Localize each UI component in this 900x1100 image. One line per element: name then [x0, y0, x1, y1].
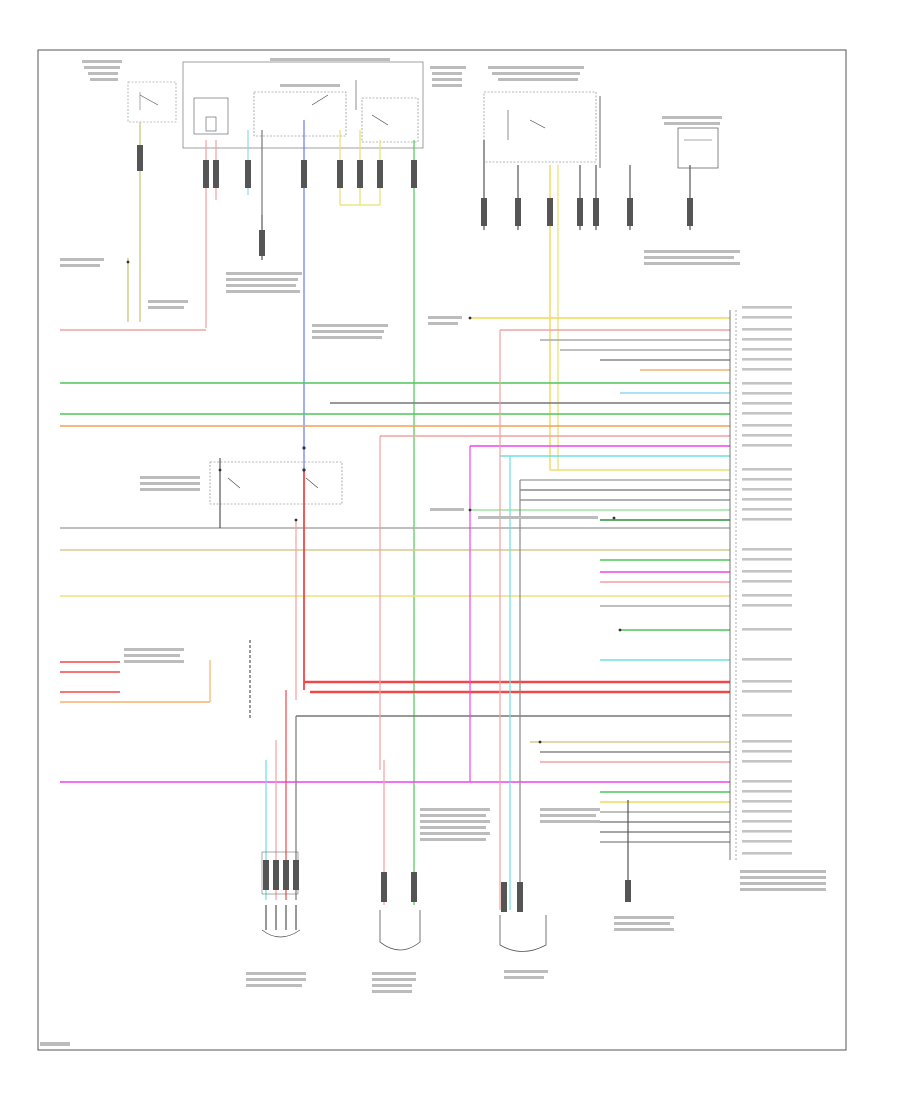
pcm-pin-labels [742, 306, 792, 855]
harness-lines [60, 317, 730, 843]
component-pcm-connector [729, 310, 737, 860]
component-sensor-bottom-2 [379, 910, 421, 951]
inline-connectors [137, 145, 693, 912]
vertical-wires-mid [209, 330, 629, 910]
component-relay-right [361, 97, 419, 143]
component-top-left-block [127, 81, 177, 123]
component-sensor-top-right [677, 127, 719, 169]
component-sensor-bottom-3 [499, 915, 547, 952]
component-connector-top-right [483, 91, 601, 168]
diagram-frame [37, 49, 847, 1051]
component-sensor-bottom-1 [261, 851, 301, 938]
component-power-relay-box [182, 61, 424, 149]
splice-points [126, 260, 622, 744]
vertical-wires-top [127, 120, 691, 905]
illegible-labels [40, 58, 826, 1046]
component-relay-mid-left [209, 461, 343, 505]
